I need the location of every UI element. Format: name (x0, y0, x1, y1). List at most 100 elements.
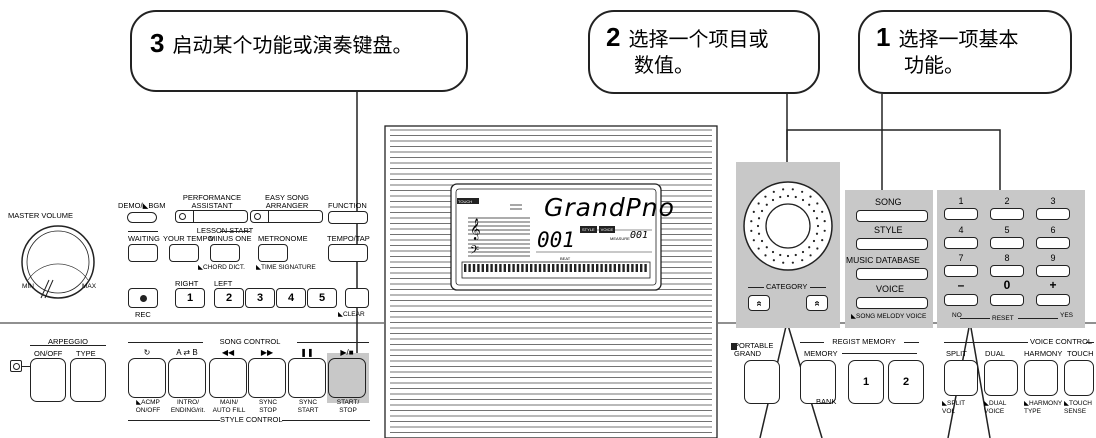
no-label: NO (952, 312, 962, 319)
tempo-tap-button[interactable] (328, 244, 368, 262)
dual-button[interactable] (984, 360, 1018, 396)
style-control-label: STYLE CONTROL (220, 415, 283, 424)
minus-one-button[interactable] (210, 244, 240, 262)
style-control-label-4: SYNC STOP (258, 399, 278, 414)
voice-label: VOICE (876, 284, 905, 294)
portable-grand-button[interactable] (744, 360, 780, 404)
step-2-line2: 数值。 (634, 53, 694, 77)
split-vol-label: ◣SPLIT VOL (942, 400, 966, 415)
memory-bank-button[interactable] (800, 360, 836, 404)
min-label: MIN (22, 283, 34, 290)
numpad-key-label-11: 0 (1003, 278, 1011, 292)
numpad-key-label-2: 2 (1004, 196, 1010, 206)
category-label: CATEGORY (766, 282, 808, 291)
performance-assistant-label: PERFORMANCE ASSISTANT (182, 193, 242, 210)
style-control-button-1[interactable] (128, 358, 166, 398)
track-3-button[interactable]: 3 (245, 288, 275, 308)
numpad-key-3[interactable] (1036, 208, 1070, 220)
style-control-label-6: START/ STOP (336, 399, 360, 414)
song-control-symbol-5: ❚❚ (300, 348, 314, 357)
track-4-button[interactable]: 4 (276, 288, 306, 308)
numpad-key-label-1: 1 (958, 196, 964, 206)
numpad-key-5[interactable] (990, 237, 1024, 249)
style-control-button-3[interactable] (209, 358, 247, 398)
numpad-key-9[interactable] (1036, 265, 1070, 277)
your-tempo-label: YOUR TEMPO (163, 234, 214, 243)
left-label: LEFT (214, 279, 233, 288)
style-control-button-4[interactable] (248, 358, 286, 398)
numpad-key-1[interactable] (944, 208, 978, 220)
numpad-key-2[interactable] (990, 208, 1024, 220)
harmony-type-label: ◣HARMONY TYPE (1024, 400, 1063, 415)
waiting-button[interactable] (128, 244, 158, 262)
svg-text:𝄢: 𝄢 (470, 244, 479, 260)
numpad-key-7[interactable] (944, 265, 978, 277)
numpad-key-label-12: + (1049, 278, 1057, 292)
rec-label: REC (135, 310, 151, 319)
numpad-key-6[interactable] (1036, 237, 1070, 249)
step-2-number: 2 (606, 22, 621, 52)
dial-dots (750, 188, 826, 264)
portable-grand-label: PORTABLE GRAND (734, 341, 774, 358)
category-up-button[interactable]: » (806, 295, 828, 311)
numpad-key-label-7: 7 (958, 253, 964, 263)
function-button[interactable] (328, 211, 368, 224)
clear-button[interactable] (345, 288, 369, 308)
voice-button[interactable] (856, 297, 928, 309)
music-database-button[interactable] (856, 268, 928, 280)
metronome-button[interactable] (258, 244, 288, 262)
regist-1-button[interactable]: 1 (848, 360, 884, 404)
rec-button[interactable] (128, 288, 158, 308)
style-control-label-3: MAIN/ AUTO FILL (212, 399, 246, 414)
split-button[interactable] (944, 360, 978, 396)
numpad-key-label-9: 9 (1050, 253, 1056, 263)
style-label: STYLE (874, 225, 903, 235)
voice-control-label: VOICE CONTROL (1030, 337, 1093, 346)
lcd-measure-value: 001 (630, 230, 649, 241)
numpad-key-12[interactable] (1036, 294, 1070, 306)
arpeggio-type-button[interactable] (70, 358, 106, 402)
your-tempo-button[interactable] (169, 244, 199, 262)
numpad-key-4[interactable] (944, 237, 978, 249)
regist-2-button[interactable]: 2 (888, 360, 924, 404)
style-control-button-2[interactable] (168, 358, 206, 398)
touch-label: TOUCH (1067, 349, 1094, 358)
yes-label: YES (1060, 312, 1074, 319)
numpad-key-label-3: 3 (1050, 196, 1056, 206)
harmony-button[interactable] (1024, 360, 1058, 396)
step-1-line2: 功能。 (904, 53, 964, 77)
style-control-button-6[interactable] (328, 358, 366, 398)
time-signature-label: ◣TIME SIGNATURE (256, 264, 316, 271)
data-dial[interactable] (744, 182, 832, 270)
metronome-label: METRONOME (258, 234, 308, 243)
track-2-button[interactable]: 2 (214, 288, 244, 308)
numpad-key-8[interactable] (990, 265, 1024, 277)
master-volume-label: MASTER VOLUME (8, 211, 74, 220)
numpad-key-10[interactable] (944, 294, 978, 306)
portable-grand-icon (731, 343, 737, 350)
demo-bgm-button[interactable] (127, 212, 157, 223)
memory-label: MEMORY (804, 349, 838, 358)
arpeggio-on-off-label: ON/OFF (34, 349, 63, 358)
split-label: SPLIT (946, 349, 967, 358)
track-1-button[interactable]: 1 (175, 288, 205, 308)
song-label: SONG (875, 197, 902, 207)
category-down-button[interactable]: « (748, 295, 770, 311)
numpad-key-label-6: 6 (1050, 225, 1056, 235)
waiting-label: WAITING (128, 234, 160, 243)
lcd-number: 001 (537, 228, 575, 252)
style-button[interactable] (856, 238, 928, 250)
song-melody-voice-label: ◣SONG MELODY VOICE (851, 313, 927, 320)
lcd-measure-label: MEASURE (610, 236, 630, 241)
touch-button[interactable] (1064, 360, 1094, 396)
arpeggio-label: ARPEGGIO (47, 337, 88, 346)
numpad-key-label-5: 5 (1004, 225, 1010, 235)
arpeggio-on-off-button[interactable] (30, 358, 66, 402)
style-control-button-5[interactable] (288, 358, 326, 398)
song-button[interactable] (856, 210, 928, 222)
numpad-key-11[interactable] (990, 294, 1024, 306)
numpad-key-label-10: – (957, 278, 965, 292)
bank-label: BANK (816, 397, 837, 406)
track-5-button[interactable]: 5 (307, 288, 337, 308)
